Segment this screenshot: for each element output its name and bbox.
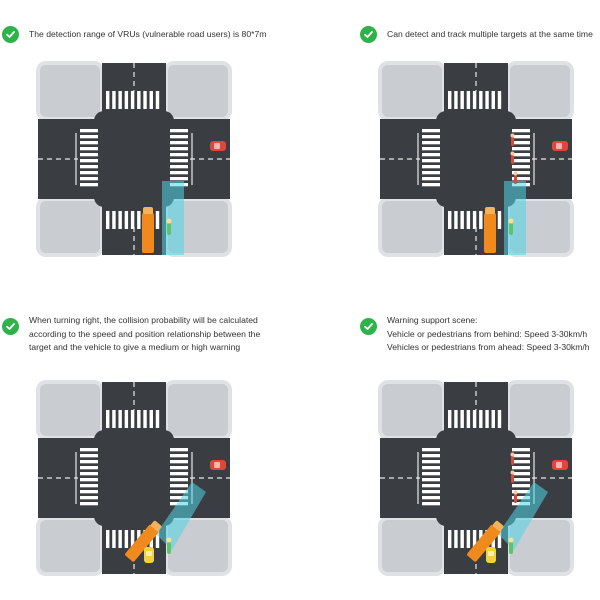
caption-line: Can detect and track multiple targets at… [387,29,593,39]
intersection-scene [36,61,232,257]
intersection-scene [36,380,232,576]
crossing-pedestrians [510,133,518,184]
cyclist [166,218,172,235]
truck [125,520,162,562]
red-car [552,141,568,151]
yellow-car [144,547,154,563]
intersection-scene [378,61,574,257]
panel-caption: Can detect and track multiple targets at… [360,26,593,43]
check-icon [360,26,377,43]
crosswalk-west [80,129,98,187]
panel-caption: The detection range of VRUs (vulnerable … [2,26,266,43]
truck [142,207,154,253]
lane-markings [380,63,572,255]
check-icon [360,318,377,335]
crosswalk-west [80,448,98,506]
check-icon [2,26,19,43]
detection-zone [162,181,184,255]
lane-markings [38,63,230,255]
detection-zone [156,482,206,550]
panel-caption: Warning support scene: Vehicle or pedestr… [360,315,590,355]
crosswalk-north [106,410,160,428]
red-car [210,141,226,151]
crosswalk-north [448,91,502,109]
intersection-scene [378,380,574,576]
caption-line: according to the speed and position rela… [29,328,261,339]
caption-line: The detection range of VRUs (vulnerable … [29,29,267,39]
red-car [552,460,568,470]
crosswalk-north [448,410,502,428]
sidewalk [36,380,232,576]
detection-zone [504,181,526,255]
cyclist [508,218,514,235]
crosswalk-west [422,448,440,506]
caption-line: Vehicle or pedestrians from behind: Spee… [387,328,588,339]
check-icon [2,318,19,335]
crosswalk-west [422,129,440,187]
caption-line: Vehicles or pedestrians from ahead: Spee… [387,342,590,352]
caption-line: Warning support scene: [387,315,478,325]
red-car [210,460,226,470]
caption-line: target and the vehicle to give a medium … [29,342,241,352]
panel-caption: When turning right, the collision probab… [2,315,261,355]
crosswalk-north [106,91,160,109]
crossing-pedestrians [510,452,518,503]
truck [484,207,496,253]
cyclist [166,537,172,554]
caption-line: When turning right, the collision probab… [29,315,258,325]
detection-zone [498,482,548,550]
crosswalk-east [170,448,188,506]
cyclist [508,537,514,554]
yellow-car [486,547,496,563]
truck [467,520,504,562]
